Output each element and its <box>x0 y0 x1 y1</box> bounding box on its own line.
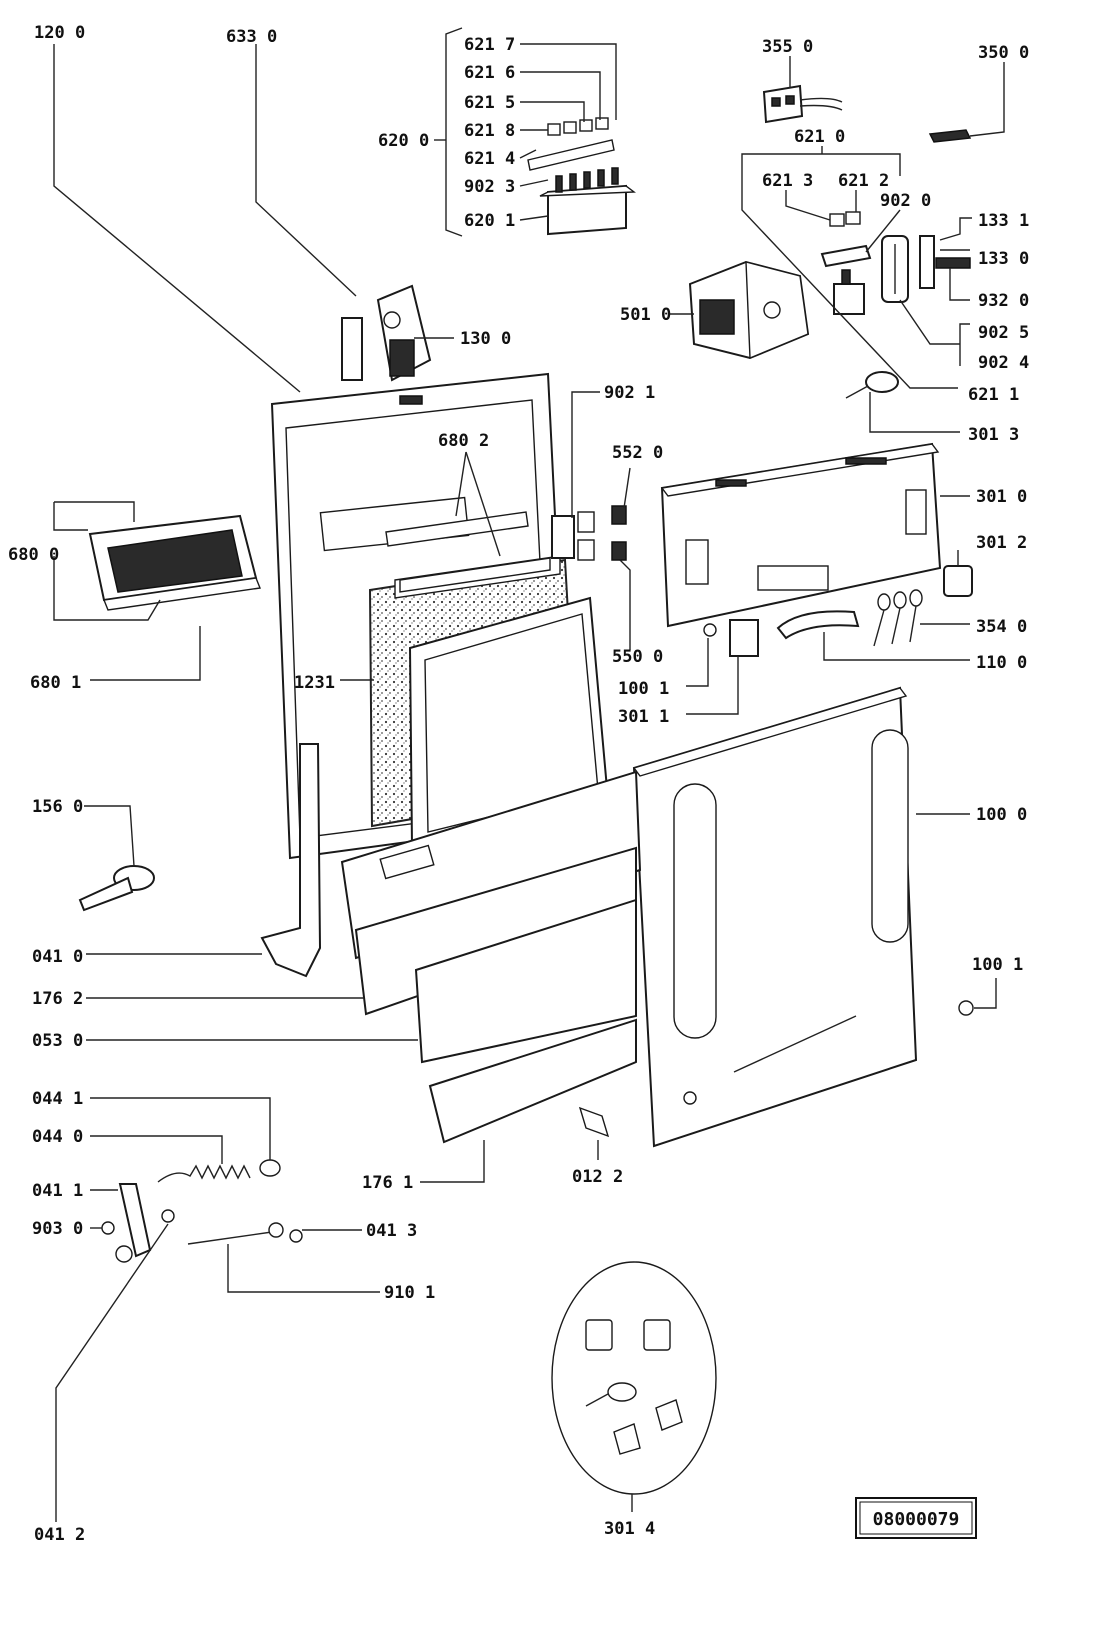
key <box>845 371 899 399</box>
label-041-3: 041 3 <box>366 1221 417 1241</box>
label-350-0: 350 0 <box>978 43 1029 63</box>
kit-circle <box>551 1261 717 1495</box>
door-lower-assembly <box>340 770 642 1144</box>
label-301-4: 301 4 <box>604 1519 655 1539</box>
contact-plate <box>881 235 909 303</box>
rocker-switch <box>820 244 872 315</box>
label-621-1: 621 1 <box>968 385 1019 405</box>
door-panel <box>408 596 610 848</box>
label-620-0: 620 0 <box>378 131 429 151</box>
control-panel <box>660 442 942 628</box>
label-902-4: 902 4 <box>978 353 1029 373</box>
label-301-3: 301 3 <box>968 425 1019 445</box>
cable-ties <box>873 589 923 647</box>
label-044-0: 044 0 <box>32 1127 83 1147</box>
program-timer <box>688 260 810 360</box>
label-301-2: 301 2 <box>976 533 1027 553</box>
label-176-2: 176 2 <box>32 989 83 1009</box>
label-110-0: 110 0 <box>976 653 1027 673</box>
label-156-0: 156 0 <box>32 797 83 817</box>
label-301-0: 301 0 <box>976 487 1027 507</box>
label-012-2: 012 2 <box>572 1167 623 1187</box>
switch-buttons <box>527 117 615 171</box>
label-552-0: 552 0 <box>612 443 663 463</box>
label-621-3: 621 3 <box>762 171 813 191</box>
label-100-1-upper: 100 1 <box>618 679 669 699</box>
label-932-0: 932 0 <box>978 291 1029 311</box>
label-680-0: 680 0 <box>8 545 59 565</box>
label-902-5: 902 5 <box>978 323 1029 343</box>
label-550-0: 550 0 <box>612 647 663 667</box>
label-041-2: 041 2 <box>34 1525 85 1545</box>
label-621-5: 621 5 <box>464 93 515 113</box>
label-1231: 1231 <box>294 673 335 693</box>
hinge-arm <box>260 743 322 978</box>
switch-block <box>539 167 636 236</box>
screw <box>958 1000 974 1016</box>
label-501-0: 501 0 <box>620 305 671 325</box>
label-902-0: 902 0 <box>880 191 931 211</box>
small-plate <box>928 129 972 143</box>
label-354-0: 354 0 <box>976 617 1027 637</box>
label-903-0: 903 0 <box>32 1219 83 1239</box>
label-680-2: 680 2 <box>438 431 489 451</box>
label-100-0: 100 0 <box>976 805 1027 825</box>
label-120-0: 120 0 <box>34 23 85 43</box>
label-621-2: 621 2 <box>838 171 889 191</box>
hinge-brackets <box>551 505 627 561</box>
label-620-1: 620 1 <box>464 211 515 231</box>
strip-bars <box>385 511 551 593</box>
label-680-1: 680 1 <box>30 673 81 693</box>
label-044-1: 044 1 <box>32 1089 83 1109</box>
cover-and-button <box>703 619 759 657</box>
label-355-0: 355 0 <box>762 37 813 57</box>
label-130-0: 130 0 <box>460 329 511 349</box>
small-knobs <box>829 211 861 227</box>
door-lock <box>341 284 432 382</box>
outer-door-panel <box>632 686 918 1148</box>
leader-lines <box>53 27 1005 1522</box>
reference-number-box: 08000079 <box>855 1497 977 1539</box>
label-301-1: 301 1 <box>618 707 669 727</box>
reference-number: 08000079 <box>873 1509 960 1530</box>
label-621-6: 621 6 <box>464 63 515 83</box>
label-041-0: 041 0 <box>32 947 83 967</box>
spring-assembly <box>101 1159 303 1263</box>
small-cover <box>943 565 973 597</box>
clip <box>578 1106 610 1138</box>
label-041-1: 041 1 <box>32 1181 83 1201</box>
connector <box>762 84 843 124</box>
label-621-4: 621 4 <box>464 149 515 169</box>
label-053-0: 053 0 <box>32 1031 83 1051</box>
hook-tool <box>78 865 155 912</box>
label-621-0: 621 0 <box>794 127 845 147</box>
label-133-1: 133 1 <box>978 211 1029 231</box>
label-176-1: 176 1 <box>362 1173 413 1193</box>
label-902-1: 902 1 <box>604 383 655 403</box>
label-621-7: 621 7 <box>464 35 515 55</box>
door-handle <box>776 610 860 640</box>
label-902-3: 902 3 <box>464 177 515 197</box>
label-100-1-lower: 100 1 <box>972 955 1023 975</box>
hinge-spring <box>919 235 971 289</box>
label-621-8: 621 8 <box>464 121 515 141</box>
dispenser-unit <box>88 514 261 611</box>
label-133-0: 133 0 <box>978 249 1029 269</box>
label-910-1: 910 1 <box>384 1283 435 1303</box>
label-633-0: 633 0 <box>226 27 277 47</box>
